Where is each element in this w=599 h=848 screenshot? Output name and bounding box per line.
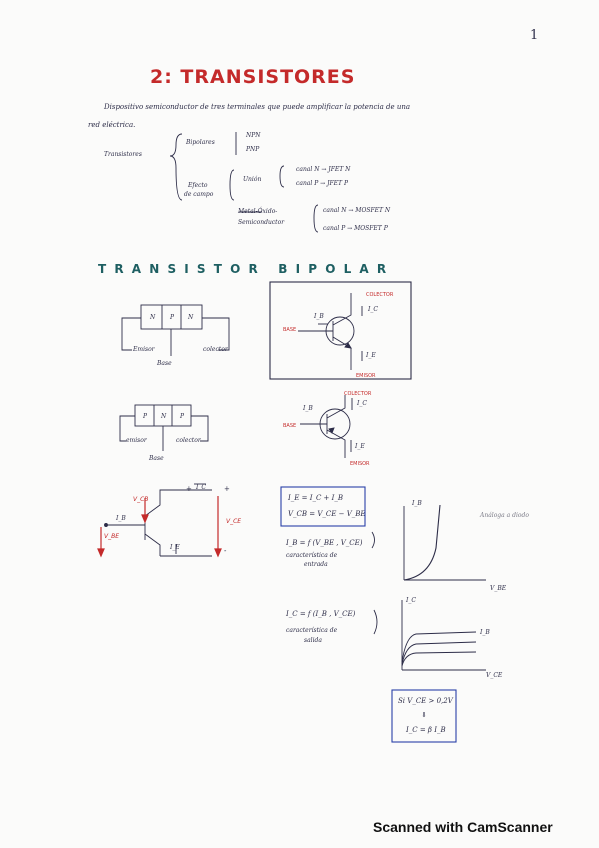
eq-salida: I_C = f (I_B , V_CE) — [286, 610, 356, 618]
npn-emisor: Emisor — [133, 346, 155, 353]
sym2-ib: I_B — [303, 405, 313, 412]
pnp-n: N — [161, 413, 167, 420]
class-root: Transistores — [104, 151, 142, 158]
pnp-emisor: emisor — [126, 437, 147, 444]
brace-metal — [313, 204, 319, 233]
class-efecto-line1: Efecto — [188, 182, 208, 189]
sym1-base: BASE — [283, 327, 297, 333]
page-number: 1 — [530, 28, 539, 43]
sym2-ic: I_C — [357, 400, 367, 407]
pnp-colector: colector — [176, 437, 201, 444]
sym2-base: BASE — [283, 423, 297, 429]
npn-p: P — [170, 314, 175, 321]
circuit-vcb: V_CB — [133, 496, 149, 503]
npn-colector: colector — [203, 346, 228, 353]
circuit-plus-top-right: + — [224, 485, 230, 493]
sym1-colector: COLECTOR — [366, 292, 394, 298]
pnp-base: Base — [149, 455, 164, 462]
eq-salida-l1: característica de — [286, 627, 338, 634]
pnp-p1: P — [143, 413, 148, 420]
sym1-ic: I_C — [368, 306, 378, 313]
sym1-ib: I_B — [314, 313, 324, 320]
circuit-vce: V_CE — [226, 518, 242, 525]
intro-text-line1: Dispositivo semiconductor de tres termin… — [104, 103, 411, 111]
eq-entrada-l2: entrada — [304, 561, 328, 568]
graph1-y-label: I_B — [412, 500, 422, 507]
class-bipolares: Bipolares — [186, 139, 215, 146]
sym1-ie: I_E — [366, 352, 376, 359]
class-canal-n-mos: canal N → MOSFET N — [323, 207, 391, 214]
sym2-ie: I_E — [355, 443, 365, 450]
circuit-plus-top-left: + — [186, 485, 192, 493]
eq-kcl: I_E = I_C + I_B — [288, 494, 344, 502]
condition-box — [391, 689, 457, 743]
class-npn: NPN — [246, 132, 261, 139]
circuit-ie: I_E — [170, 544, 180, 551]
sym2-colector: COLECTOR — [344, 391, 372, 397]
eq-cond-arrow: ⇓ — [421, 711, 427, 719]
eq-entrada: I_B = f (V_BE , V_CE) — [286, 539, 363, 547]
class-efecto-line2: de campo — [184, 191, 214, 198]
sym1-emisor: EMISOR — [356, 373, 376, 379]
eq-entrada-l1: característica de — [286, 552, 338, 559]
npn-symbol-box — [269, 281, 412, 380]
section-title: T R A N S I S T O R B I P O L A R — [98, 262, 389, 276]
class-canal-p-mos: canal P → MOSFET P — [323, 225, 388, 232]
npn-base: Base — [157, 360, 172, 367]
graph2-x-label: V_CE — [486, 672, 503, 679]
brace-efecto — [229, 169, 235, 201]
npn-block-rect — [140, 304, 203, 330]
class-union: Unión — [243, 176, 262, 183]
scanner-watermark: Scanned with CamScanner — [373, 819, 553, 835]
class-pnp: PNP — [246, 146, 260, 153]
class-metal-line1: Metal-Óxido- — [238, 208, 278, 215]
pnp-block-rect — [134, 404, 192, 427]
class-canal-p-jfet: canal P → JFET P — [296, 180, 348, 187]
eq-cond-result: I_C = β I_B — [406, 726, 446, 734]
pnp-p2: P — [180, 413, 185, 420]
eq-cond-line: Si V_CE > 0,2V — [398, 697, 453, 705]
graph2-y-label: I_C — [406, 597, 416, 604]
graph1-note: Análoga a diodo — [480, 512, 529, 519]
class-canal-n-jfet: canal N → JFET N — [296, 166, 351, 173]
circuit-vbe: V_BE — [104, 533, 120, 540]
graph2-curve-3 — [401, 651, 477, 667]
npn-n1: N — [150, 314, 156, 321]
eq-kvl: V_CB = V_CE − V_BE — [288, 510, 366, 518]
graph2-curve-label: I_B — [480, 629, 490, 636]
equations-box — [280, 486, 366, 527]
npn-n2: N — [188, 314, 194, 321]
graph2-curve-2 — [401, 641, 477, 665]
brace-union — [279, 165, 285, 188]
eq-salida-l2: salida — [304, 637, 322, 644]
circuit-ic: I_C — [196, 484, 206, 491]
page-title: 2: TRANSISTORES — [150, 66, 356, 88]
graph1-x-label: V_BE — [490, 585, 507, 592]
sym2-emisor: EMISOR — [350, 461, 370, 467]
graph2-curve-1 — [401, 631, 477, 663]
circuit-minus-bottom: - — [224, 547, 227, 555]
circuit-ib: I_B — [116, 515, 126, 522]
class-metal-line2: Semiconductor — [238, 219, 285, 226]
intro-text-line2: red eléctrica. — [88, 121, 136, 129]
brace-root — [169, 133, 183, 201]
graph1-curve — [403, 504, 441, 581]
